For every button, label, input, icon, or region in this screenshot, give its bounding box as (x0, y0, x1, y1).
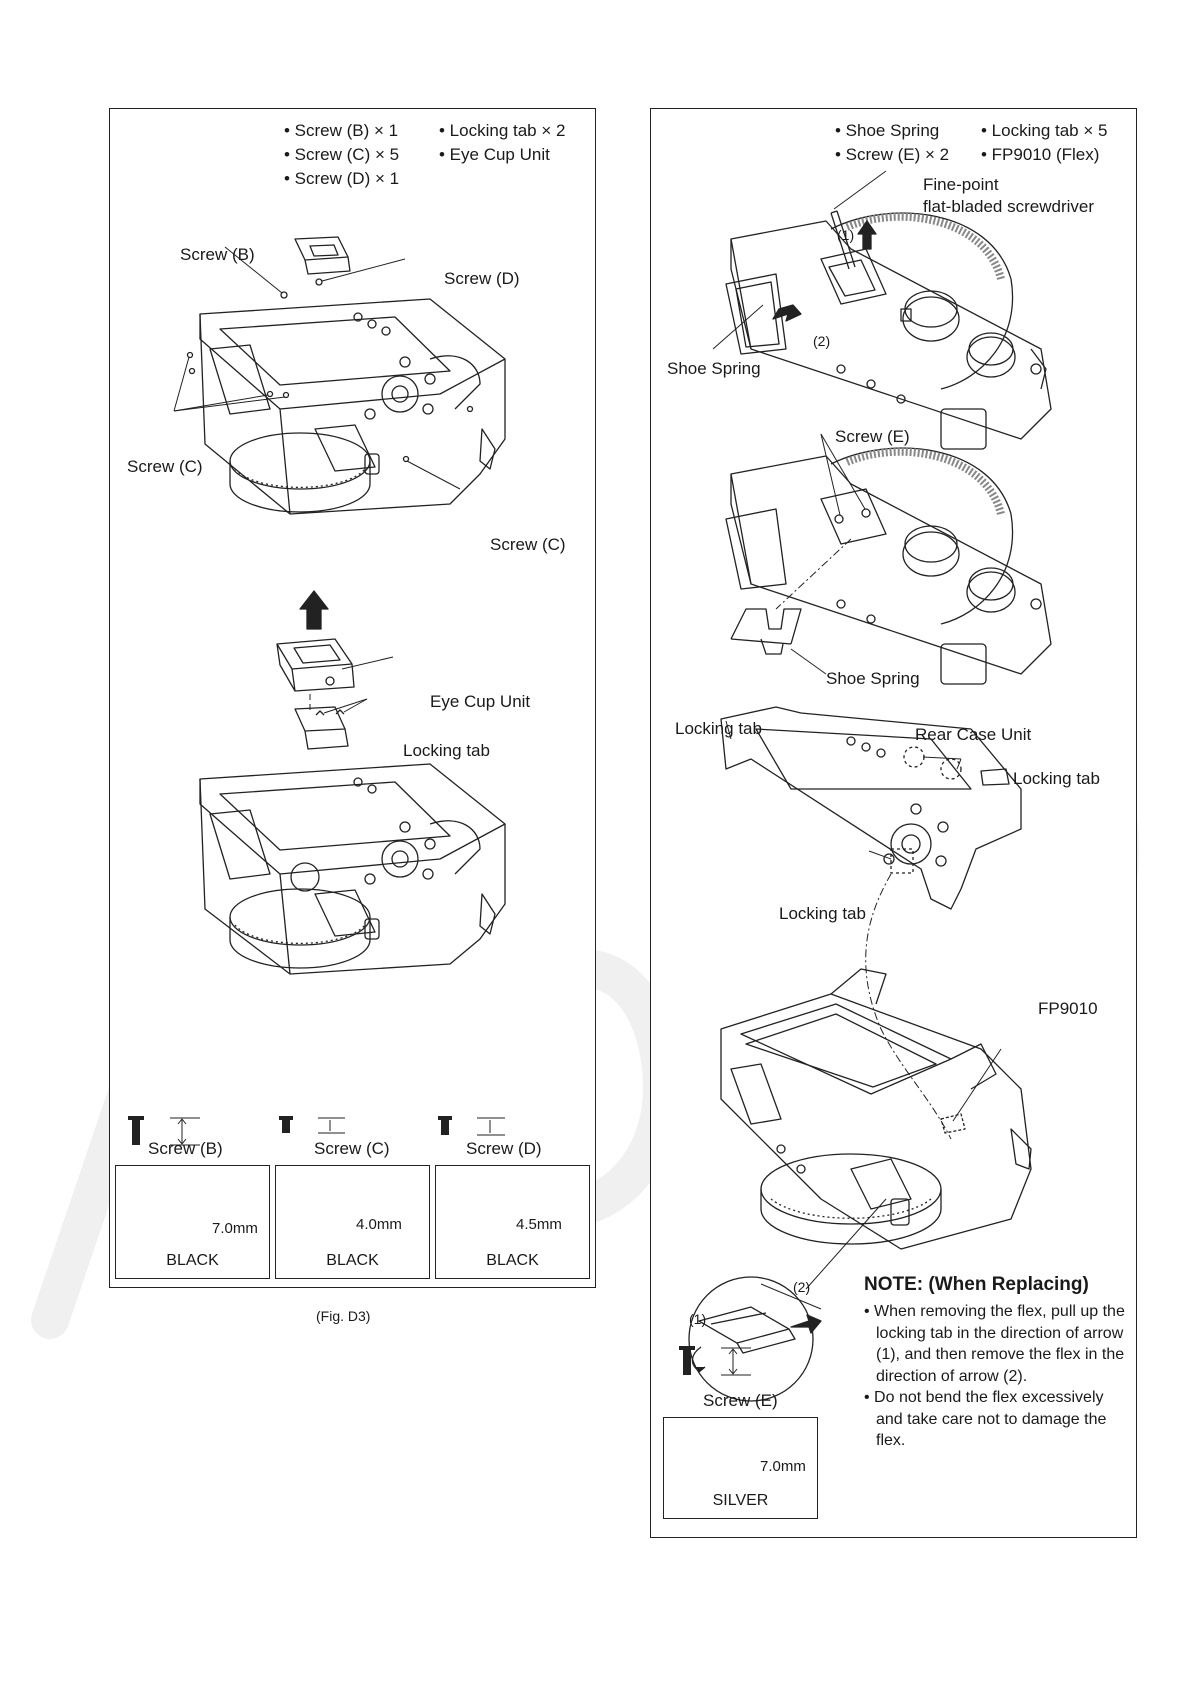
screw-e-label: Screw (E) (703, 1391, 778, 1410)
right-diagram-art (679, 170, 1052, 1402)
callout-locking-tab-top-left: Locking tab (675, 719, 762, 738)
callout-locking-tab-top-right: Locking tab (1013, 769, 1100, 788)
callout-step-1: (1) (837, 227, 855, 243)
camera-body-illustration (720, 968, 1032, 1250)
callout-shoe-spring-1: Shoe Spring (667, 359, 761, 378)
camera-top-illustration-1 (725, 212, 1052, 450)
screw-c-color: BLACK (326, 1252, 379, 1269)
callout-rear-case-unit: Rear Case Unit (915, 725, 1032, 744)
figure-caption: (Fig. D3) (316, 1308, 371, 1324)
summary-item-screw-c: • Screw (C) × 5 (284, 145, 400, 164)
callout-screw-c-right: Screw (C) (490, 535, 566, 554)
screw-d-color: BLACK (486, 1252, 539, 1269)
screw-d-label: Screw (D) (466, 1139, 542, 1158)
summary-item-screw-e: • Screw (E) × 2 (835, 145, 950, 164)
camera-top-illustration-2 (725, 447, 1052, 685)
flex-detail-inset (688, 1198, 887, 1402)
summary-item-flex: • FP9010 (Flex) (981, 145, 1100, 164)
screw-c-length: 4.0mm (356, 1216, 402, 1233)
screw-e-color: SILVER (712, 1492, 769, 1509)
summary-item-eye-cup-unit: • Eye Cup Unit (439, 145, 550, 164)
summary-item-locking-tab: • Locking tab × 2 (439, 121, 566, 140)
note-body: • When removing the flex, pull up the lo… (864, 1301, 1134, 1452)
rear-case-unit-illustration (720, 706, 1022, 910)
eye-cup-unit-illustration (276, 638, 355, 692)
screw-b-length: 7.0mm (212, 1220, 258, 1237)
screw-c-label: Screw (C) (314, 1139, 390, 1158)
callout-screwdriver-line2: flat-bladed screwdriver (923, 197, 1095, 216)
callout-inset-arrow-2: (2) (793, 1279, 811, 1295)
camera-rear-bottom-illustration (199, 706, 506, 975)
screw-c-spec-box: 4.0mm BLACK (275, 1165, 430, 1279)
screw-dimension-marks (170, 1117, 505, 1146)
screw-b-label: Screw (B) (148, 1139, 223, 1158)
summary-item-screw-b: • Screw (B) × 1 (284, 121, 399, 140)
screw-d-length: 4.5mm (516, 1216, 562, 1233)
summary-item-shoe-spring: • Shoe Spring (835, 121, 940, 140)
callout-screw-e: Screw (E) (835, 427, 910, 446)
removal-arrow (299, 590, 329, 630)
lift-arrow (857, 220, 877, 250)
note-item-1: • When removing the flex, pull up the lo… (864, 1303, 1125, 1385)
shoe-spring-illustration (730, 608, 802, 655)
callout-locking-tab-middle: Locking tab (779, 904, 866, 923)
callout-eye-cup-unit: Eye Cup Unit (430, 692, 531, 711)
callout-fp9010: FP9010 (1038, 999, 1098, 1018)
callout-screw-d: Screw (D) (444, 269, 520, 288)
screwdriver-illustration (830, 210, 856, 270)
callout-step-2: (2) (813, 333, 831, 349)
screw-b-spec-box: 7.0mm BLACK (115, 1165, 270, 1279)
note-item-2: • Do not bend the flex excessively and t… (864, 1389, 1107, 1449)
inset-arrow-2 (790, 1314, 822, 1334)
leader-lines-top (173, 246, 461, 490)
summary-item-locking-tab: • Locking tab × 5 (981, 121, 1108, 140)
callout-screw-b: Screw (B) (180, 245, 255, 264)
left-procedure-panel: • Screw (B) × 1 • Screw (C) × 5 • Screw … (109, 108, 596, 1288)
screw-e-length: 7.0mm (760, 1458, 806, 1475)
callout-shoe-spring-2: Shoe Spring (826, 669, 920, 688)
callout-screw-c-left: Screw (C) (127, 457, 203, 476)
callout-screwdriver-line1: Fine-point (923, 175, 999, 194)
callout-locking-tab: Locking tab (403, 741, 490, 760)
screw-e-icon (679, 1346, 695, 1375)
screw-d-spec-box: 4.5mm BLACK (435, 1165, 590, 1279)
note-title: NOTE: (When Replacing) (864, 1274, 1089, 1295)
summary-item-screw-d: • Screw (D) × 1 (284, 169, 400, 188)
slide-arrow (772, 304, 802, 322)
screw-b-color: BLACK (166, 1252, 219, 1269)
screw-e-spec-box: 7.0mm SILVER (663, 1417, 818, 1519)
right-procedure-panel: • Shoe Spring • Screw (E) × 2 • Locking … (650, 108, 1137, 1538)
screw-icons (128, 1116, 452, 1145)
camera-rear-top-illustration (186, 236, 506, 515)
screw-e-dimension-marks (721, 1347, 751, 1376)
left-diagram-art (128, 236, 506, 1146)
callout-inset-arrow-1: (1) (689, 1311, 707, 1327)
